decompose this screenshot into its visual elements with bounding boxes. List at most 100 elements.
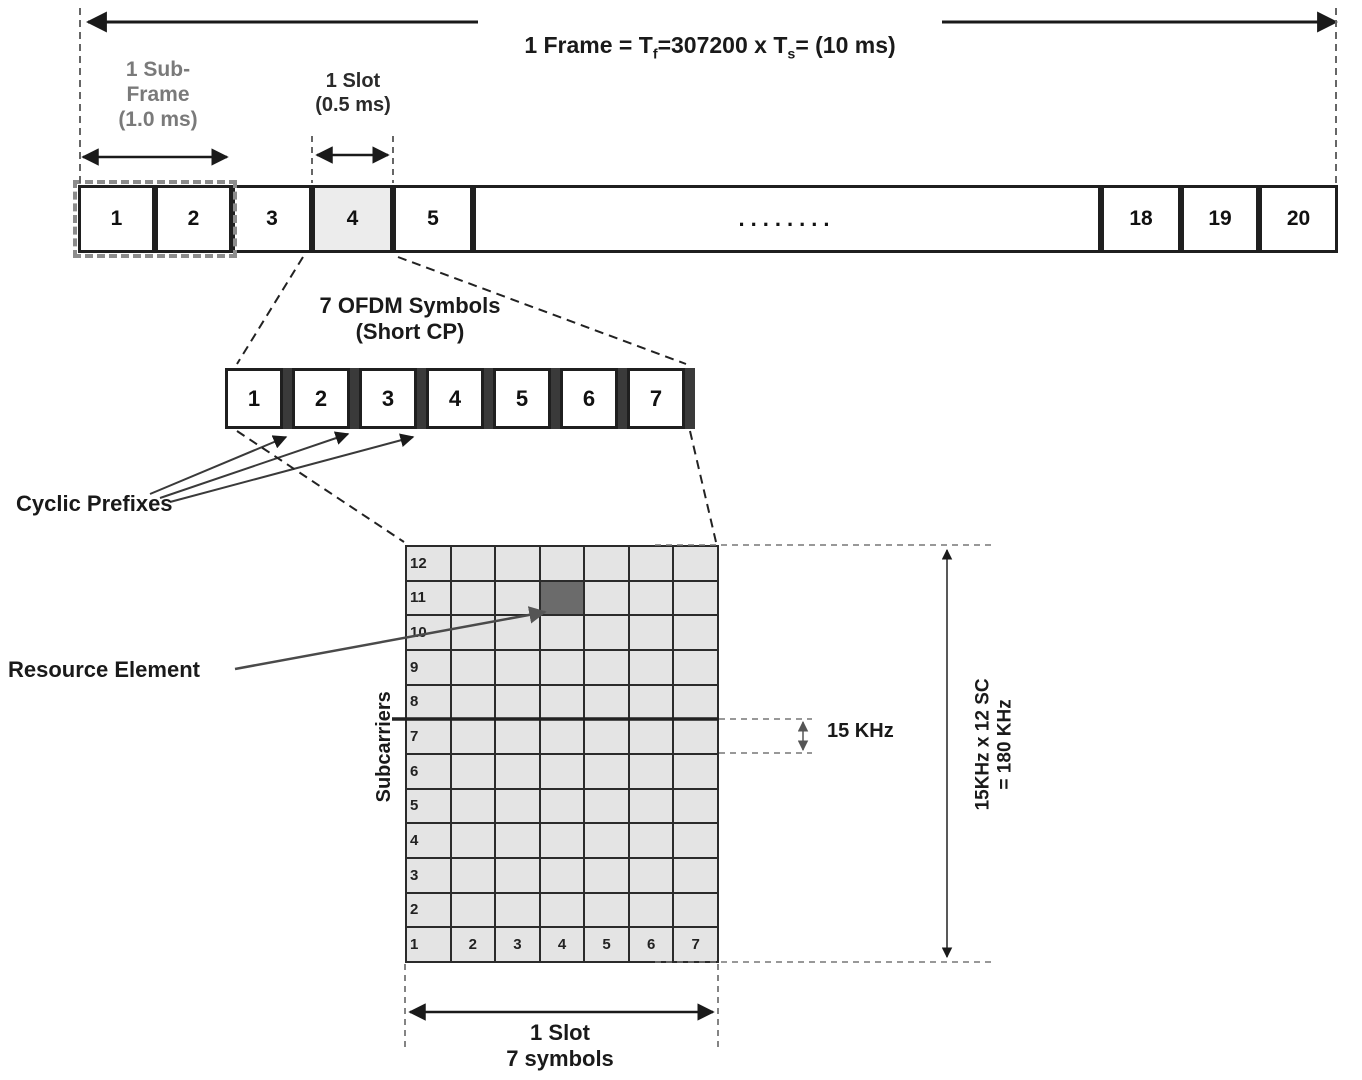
grid-cell	[584, 719, 629, 754]
grid-cell	[673, 823, 718, 858]
grid-cell	[495, 858, 540, 893]
grid-cell: 12	[406, 546, 451, 581]
slot-box-19: 19	[1181, 185, 1259, 253]
cyclic-prefixes-label: Cyclic Prefixes	[16, 491, 173, 516]
grid-cell	[539, 650, 585, 685]
grid-cell	[539, 615, 585, 650]
grid-cell: 11	[406, 580, 451, 616]
ofdm-symbol-6: 6	[560, 368, 618, 429]
cyclic-prefix-bar	[484, 368, 494, 429]
grid-cell: 3	[495, 927, 540, 962]
grid-cell	[584, 546, 629, 581]
ofdm-symbols-title: 7 OFDM Symbols (Short CP)	[319, 293, 501, 344]
grid-cell	[628, 823, 674, 858]
grid-cell	[495, 580, 540, 616]
grid-cell	[450, 858, 496, 893]
ofdm-symbol-7: 7	[627, 368, 685, 429]
cyclic-prefix-bar	[417, 368, 427, 429]
slot-box-ellipsis: ........	[473, 185, 1101, 253]
grid-cell	[450, 788, 496, 824]
frame-label-mid: =307200 x T	[657, 32, 788, 59]
grid-cell: 3	[406, 858, 451, 893]
grid-cell	[628, 719, 674, 754]
ofdm-symbol-2: 2	[292, 368, 350, 429]
grid-cell	[673, 684, 718, 720]
slot-duration-label: 1 Slot (0.5 ms)	[315, 70, 391, 116]
grid-cell: 5	[406, 788, 451, 824]
cyclic-prefix-arrow-1	[149, 435, 288, 495]
grid-cell	[673, 580, 718, 616]
grid-cell	[673, 650, 718, 685]
frame-label-sub-s: s	[787, 46, 796, 63]
subcarriers-axis-label: Subcarriers	[373, 691, 396, 803]
slot-width-label: 1 Slot 7 symbols	[506, 1020, 614, 1071]
frame-label-suffix: = (10 ms)	[795, 32, 896, 59]
frame-label-prefix: 1 Frame = T	[524, 32, 653, 59]
ofdm-symbol-1: 1	[225, 368, 283, 429]
grid-cell	[628, 580, 674, 616]
grid-cell	[450, 546, 496, 581]
ofdm-symbol-3: 3	[359, 368, 417, 429]
slot-box-5: 5	[393, 185, 473, 253]
grid-cell	[495, 684, 540, 720]
cyclic-prefix-arrow-3	[169, 433, 415, 503]
slot-box-2: 2	[155, 185, 232, 253]
subcarrier-spacing-label: 15 KHz	[827, 720, 894, 742]
cyclic-prefix-bar	[551, 368, 561, 429]
ofdm-to-grid-connector-left	[236, 430, 405, 543]
grid-cell	[584, 684, 629, 720]
grid-cell	[495, 615, 540, 650]
grid-cell	[584, 858, 629, 893]
grid-cell: 2	[450, 927, 496, 962]
grid-cell	[673, 892, 718, 928]
grid-cell	[495, 892, 540, 928]
grid-cell	[673, 858, 718, 893]
grid-cell	[450, 823, 496, 858]
grid-cell	[628, 650, 674, 685]
grid-cell	[495, 823, 540, 858]
grid-cell	[673, 788, 718, 824]
grid-cell	[495, 754, 540, 789]
ofdm-to-grid-connector-right	[689, 430, 717, 543]
cyclic-prefix-bar	[350, 368, 360, 429]
grid-cell	[673, 615, 718, 650]
slot-box-20: 20	[1259, 185, 1338, 253]
grid-cell	[539, 788, 585, 824]
grid-cell: 4	[539, 927, 585, 962]
grid-cell: 6	[406, 754, 451, 789]
ofdm-symbol-4: 4	[426, 368, 484, 429]
grid-cell	[539, 823, 585, 858]
subframe-duration-label: 1 Sub- Frame (1.0 ms)	[118, 58, 198, 131]
grid-cell: 8	[406, 684, 451, 720]
grid-cell	[495, 719, 540, 754]
cyclic-prefix-bar	[283, 368, 293, 429]
grid-cell	[628, 788, 674, 824]
grid-cell	[539, 892, 585, 928]
grid-cell	[628, 615, 674, 650]
total-bandwidth-label: 15KHz x 12 SC = 180 KHz	[972, 678, 1016, 811]
grid-cell: 4	[406, 823, 451, 858]
grid-cell	[584, 823, 629, 858]
grid-cell: 7	[406, 719, 451, 754]
slot-box-1: 1	[78, 185, 155, 253]
grid-cell	[673, 719, 718, 754]
grid-cell: 2	[406, 892, 451, 928]
grid-cell	[495, 546, 540, 581]
grid-cell: 10	[406, 615, 451, 650]
resource-element-label: Resource Element	[8, 657, 200, 682]
grid-cell	[584, 580, 629, 616]
grid-cell	[539, 754, 585, 789]
grid-cell	[539, 858, 585, 893]
grid-cell	[539, 719, 585, 754]
grid-cell	[584, 650, 629, 685]
ofdm-symbol-5: 5	[493, 368, 551, 429]
grid-cell	[450, 615, 496, 650]
slot-box-3: 3	[232, 185, 312, 253]
grid-cell: 7	[673, 927, 718, 962]
grid-cell: 6	[628, 927, 674, 962]
resource-element-cell	[539, 580, 585, 616]
grid-cell	[495, 788, 540, 824]
cyclic-prefix-bar	[685, 368, 695, 429]
grid-cell	[450, 892, 496, 928]
